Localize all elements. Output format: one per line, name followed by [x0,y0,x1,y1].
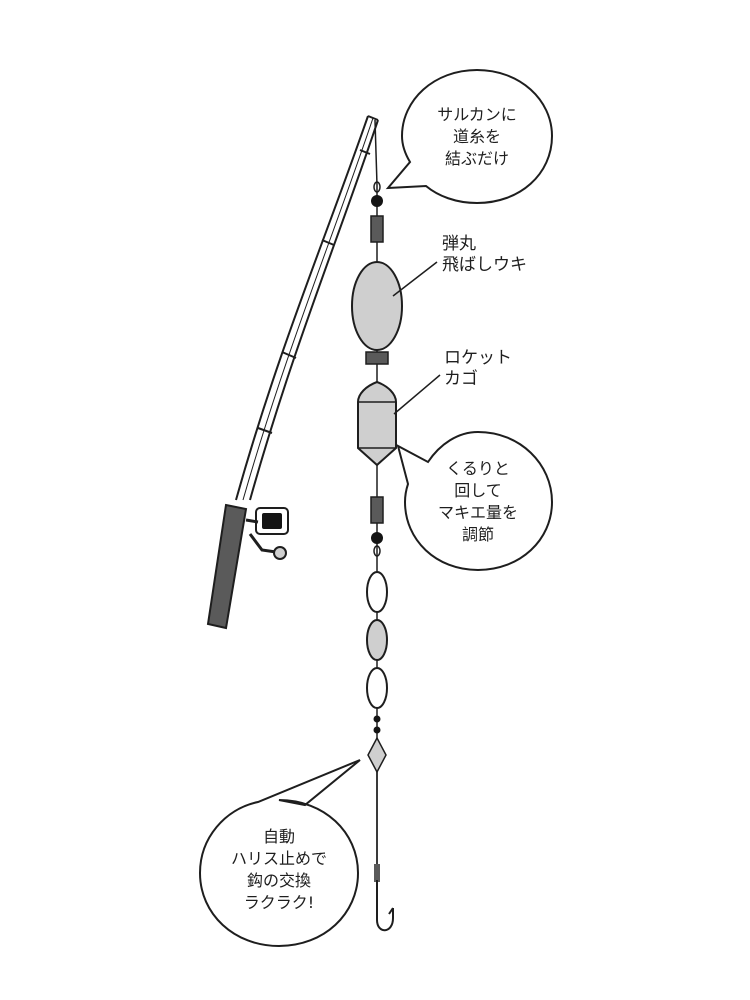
auto-leader-stopper [367,736,387,774]
rod-grip [206,503,248,630]
stopper-sleeve-lower [370,496,384,524]
bubble-swivel-text: サルカンに 道糸を 結ぶだけ [412,104,542,170]
swivel-top [371,181,383,207]
bubble-adjust [396,430,554,572]
float-label-line [392,261,438,297]
cage-label-line [393,374,441,415]
bubble-swivel-line3: 結ぶだけ [444,149,509,168]
bubble-stopper-line3: 鈎の交換 [246,871,311,890]
float-connector [365,351,389,365]
leader-bead-white-1 [366,571,388,613]
float-label: 弾丸 飛ばしウキ [442,234,527,276]
main-line [374,119,378,186]
spinning-reel [245,507,289,560]
small-bead-1 [373,715,381,723]
leader-bead-white-2 [366,667,388,709]
fishing-rod [235,115,379,501]
bubble-stopper [198,759,361,948]
hook-knot [374,864,380,882]
swivel-middle [371,532,383,557]
bubble-swivel-line2: 道糸を [452,127,501,146]
bubble-stopper-line4: ラクラク! [243,893,315,912]
cage-label-line2: カゴ [444,369,478,389]
small-bead-2 [373,726,381,734]
float-label-line2: 飛ばしウキ [442,255,527,275]
bubble-stopper-text: 自動 ハリス止めで 鈎の交換 ラクラク! [206,826,352,914]
bubble-swivel [385,68,554,205]
leader-bead-gray [366,619,388,661]
fish-hook [376,880,394,932]
bullet-float [351,261,403,351]
bubble-adjust-line3: マキエ量を [437,503,518,522]
cage-label-line1: ロケット [444,348,512,368]
rocket-cage [357,380,397,467]
cage-label: ロケット カゴ [444,348,512,390]
float-label-line1: 弾丸 [442,234,476,254]
bubble-swivel-line1: サルカンに [437,105,517,124]
bubble-adjust-line4: 調節 [461,525,494,544]
bubble-adjust-line2: 回して [454,481,502,500]
bubble-stopper-line2: ハリス止めで [230,849,327,868]
bubble-stopper-line1: 自動 [262,827,295,846]
bubble-adjust-text: くるりと 回して マキエ量を 調節 [413,458,543,546]
stopper-sleeve-top [370,215,384,243]
bubble-adjust-line1: くるりと [446,459,510,478]
